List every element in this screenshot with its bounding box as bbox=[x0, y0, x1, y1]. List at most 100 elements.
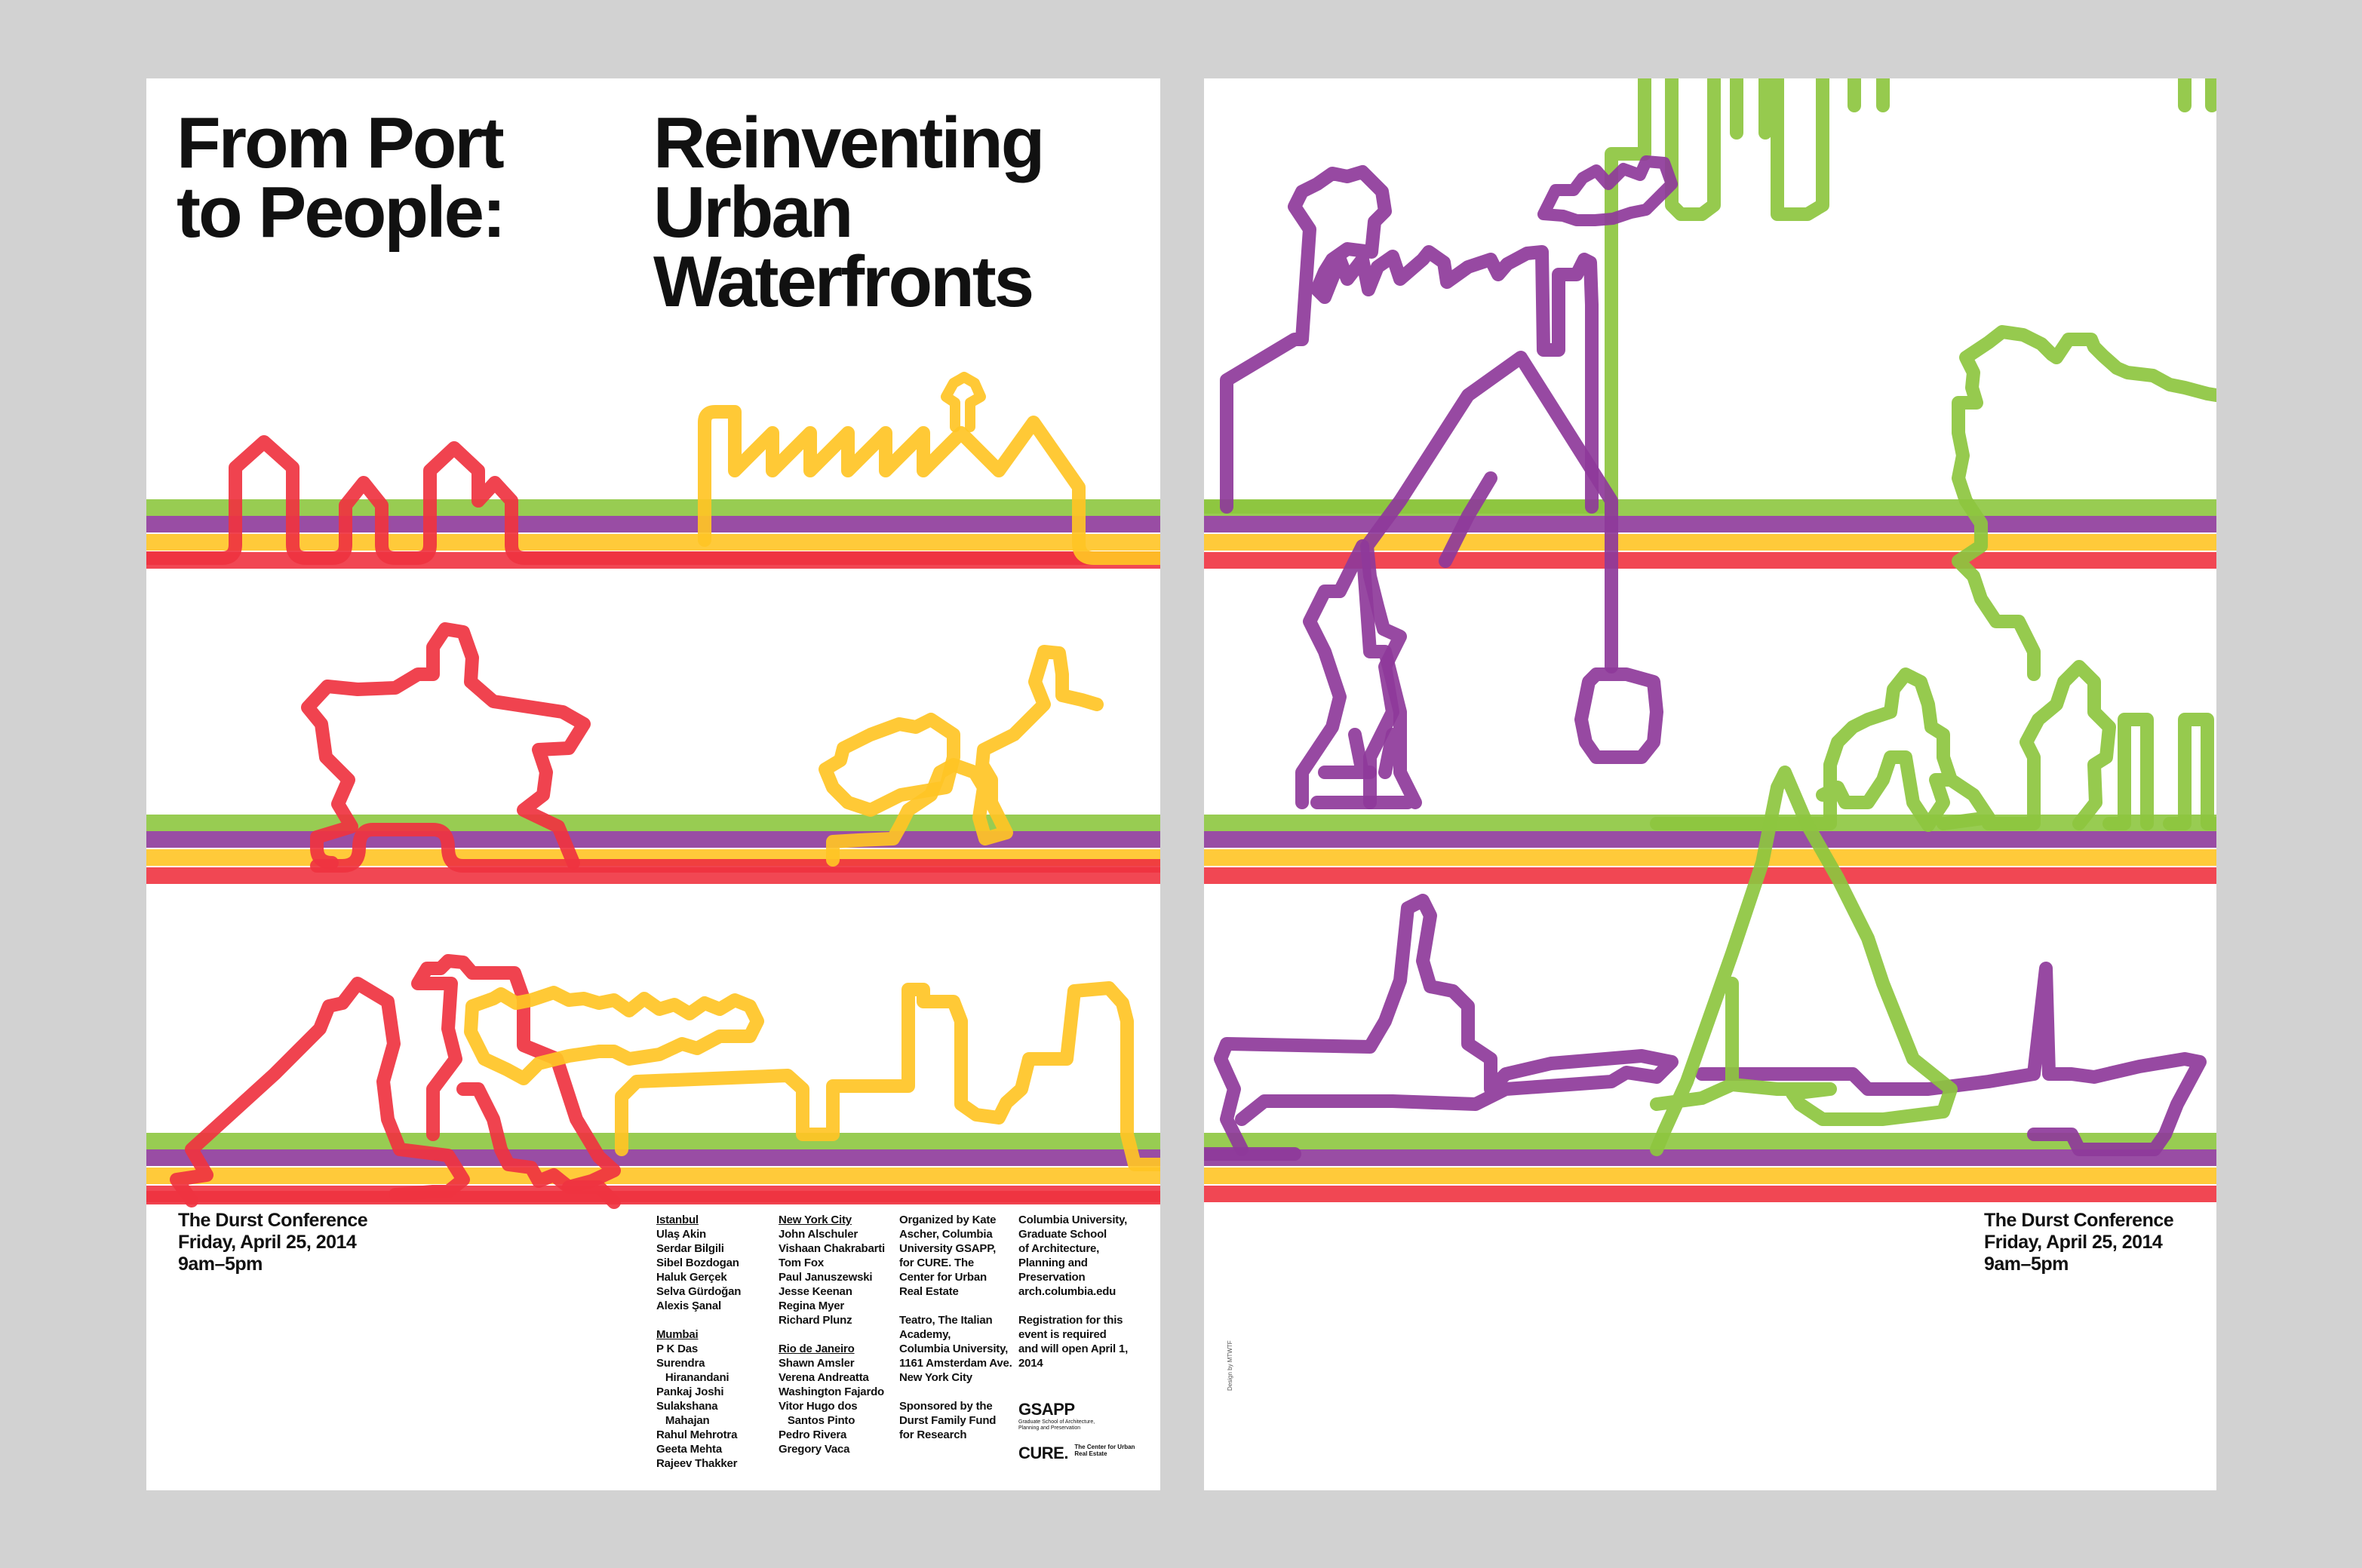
organizer-line: Ascher, Columbia bbox=[899, 1228, 993, 1241]
title-line: Waterfronts bbox=[653, 241, 1034, 322]
red-statue-base bbox=[310, 823, 1160, 873]
event-name: The Durst Conference bbox=[178, 1210, 368, 1231]
title-line: Urban bbox=[653, 172, 853, 253]
purple-crane-hook-outline bbox=[1574, 667, 1663, 764]
school-line: Preservation bbox=[1018, 1271, 1086, 1284]
purple-hull-outline bbox=[1695, 962, 2207, 1156]
speaker-name: Verena Andreatta bbox=[779, 1371, 869, 1384]
speaker-name: P K Das bbox=[656, 1342, 699, 1355]
city-heading-rio: Rio de Janeiro bbox=[779, 1342, 855, 1355]
gsapp-logo-mark: GSAPP bbox=[1018, 1400, 1075, 1419]
organizer-line: Organized by Kate bbox=[899, 1214, 997, 1226]
school-url: arch.columbia.edu bbox=[1018, 1285, 1116, 1298]
venue-line: Academy, bbox=[899, 1328, 951, 1341]
organizer-column: Organized by Kate Ascher, Columbia Unive… bbox=[899, 1213, 1012, 1442]
purple-ship-outline bbox=[1214, 894, 1679, 1156]
red-sail-outline bbox=[170, 977, 470, 1207]
event-name: The Durst Conference bbox=[1984, 1210, 2174, 1231]
speaker-name: Tom Fox bbox=[779, 1257, 824, 1269]
red-houses-outline bbox=[146, 435, 1160, 565]
yellow-tower-outline bbox=[941, 372, 986, 432]
speaker-name: Sulakshana bbox=[656, 1400, 718, 1413]
yellow-worker-outline bbox=[826, 645, 1104, 867]
right-poster: The Durst Conference Friday, April 25, 2… bbox=[1204, 78, 2216, 1490]
sponsor-line: Durst Family Fund bbox=[899, 1414, 997, 1427]
yellow-roller-outline bbox=[819, 713, 960, 817]
title-from-port: From Port to People: bbox=[177, 103, 506, 253]
cure-logo-subtitle: The Center for Urban Real Estate bbox=[1074, 1444, 1135, 1457]
gsapp-logo-subtitle: Graduate School of Architecture, Plannin… bbox=[1018, 1419, 1095, 1431]
city-heading-mumbai: Mumbai bbox=[656, 1328, 699, 1341]
speaker-name: Ulaş Akin bbox=[656, 1228, 707, 1241]
school-line: Graduate School bbox=[1018, 1228, 1107, 1241]
title-line: to People: bbox=[177, 172, 506, 253]
venue-line: Teatro, The Italian bbox=[899, 1314, 993, 1327]
yellow-smoke-outline bbox=[464, 986, 764, 1085]
cure-logo-mark: CURE. bbox=[1018, 1444, 1068, 1462]
design-credit: Design by MTWTF bbox=[1227, 1340, 1233, 1391]
school-line: Columbia University, bbox=[1018, 1214, 1128, 1226]
speaker-name: Mahajan bbox=[656, 1414, 710, 1427]
speaker-name: Surendra bbox=[656, 1357, 705, 1370]
speaker-name: Haluk Gerçek bbox=[656, 1271, 727, 1284]
event-date: Friday, April 25, 2014 bbox=[178, 1232, 357, 1253]
yellow-factory-2-outline bbox=[615, 981, 1160, 1171]
speaker-name: Vitor Hugo dos bbox=[779, 1400, 858, 1413]
organizer-line: Real Estate bbox=[899, 1285, 959, 1298]
green-sail-outline bbox=[1650, 766, 1958, 1156]
registration-line: event is required bbox=[1018, 1328, 1107, 1341]
registration-line: 2014 bbox=[1018, 1357, 1043, 1370]
speaker-name: John Alschuler bbox=[779, 1228, 858, 1241]
organizer-line: for CURE. The bbox=[899, 1257, 975, 1269]
title-line: Reinventing bbox=[653, 103, 1045, 183]
speakers-column-1: Istanbul Ulaş Akin Serdar Bilgili Sibel … bbox=[656, 1213, 769, 1471]
green-tree-outline bbox=[1952, 325, 2216, 681]
venue-line: 1161 Amsterdam Ave. bbox=[899, 1357, 1012, 1370]
event-info: The Durst Conference Friday, April 25, 2… bbox=[1984, 1210, 2174, 1275]
event-info: The Durst Conference Friday, April 25, 2… bbox=[178, 1210, 368, 1275]
green-people-outline bbox=[1650, 660, 2216, 832]
event-time: 9am–5pm bbox=[178, 1253, 263, 1275]
speaker-name: Rajeev Thakker bbox=[656, 1457, 738, 1470]
registration-line: Registration for this bbox=[1018, 1314, 1123, 1327]
speaker-name: Serdar Bilgili bbox=[656, 1242, 724, 1255]
speaker-name: Richard Plunz bbox=[779, 1314, 852, 1327]
registration-line: and will open April 1, bbox=[1018, 1342, 1129, 1355]
school-line: of Architecture, bbox=[1018, 1242, 1100, 1255]
title-reinventing: Reinventing Urban Waterfronts bbox=[653, 103, 1045, 322]
venue-line: New York City bbox=[899, 1371, 972, 1384]
speaker-name: Pedro Rivera bbox=[779, 1428, 847, 1441]
venue-line: Columbia University, bbox=[899, 1342, 1009, 1355]
organizer-line: Center for Urban bbox=[899, 1271, 987, 1284]
purple-cloud-outline bbox=[1537, 155, 1678, 226]
stripe-band-3 bbox=[1204, 1133, 2216, 1202]
title-line: From Port bbox=[177, 103, 505, 183]
red-statue-outline bbox=[301, 622, 591, 870]
speaker-name: Pankaj Joshi bbox=[656, 1385, 724, 1398]
speaker-name: Alexis Şanal bbox=[656, 1300, 721, 1312]
speaker-name: Hiranandani bbox=[656, 1371, 729, 1384]
left-poster: From Port to People: Reinventing Urban W… bbox=[146, 78, 1160, 1490]
organizer-line: University GSAPP, bbox=[899, 1242, 997, 1255]
speaker-name: Santos Pinto bbox=[779, 1414, 855, 1427]
right-illustration bbox=[1204, 78, 2216, 1202]
school-column: Columbia University, Graduate School of … bbox=[1018, 1213, 1154, 1370]
cure-logo: CURE. The Center for Urban Real Estate bbox=[1018, 1444, 1142, 1463]
speaker-name: Regina Myer bbox=[779, 1300, 844, 1312]
speaker-name: Vishaan Chakrabarti bbox=[779, 1242, 885, 1255]
speaker-name: Washington Fajardo bbox=[779, 1385, 885, 1398]
speaker-name: Jesse Keenan bbox=[779, 1285, 852, 1298]
sponsor-line: for Research bbox=[899, 1428, 967, 1441]
city-heading-new-york: New York City bbox=[779, 1214, 852, 1226]
speakers-column-2: New York City John Alschuler Vishaan Cha… bbox=[779, 1213, 892, 1456]
event-date: Friday, April 25, 2014 bbox=[1984, 1232, 2163, 1253]
school-line: Planning and bbox=[1018, 1257, 1088, 1269]
city-heading-istanbul: Istanbul bbox=[656, 1214, 699, 1226]
speaker-name: Sibel Bozdogan bbox=[656, 1257, 739, 1269]
speaker-name: Geeta Mehta bbox=[656, 1443, 722, 1456]
speaker-name: Selva Gürdoğan bbox=[656, 1285, 742, 1298]
speaker-name: Gregory Vaca bbox=[779, 1443, 850, 1456]
sponsor-line: Sponsored by the bbox=[899, 1400, 993, 1413]
purple-factory-outline bbox=[1220, 165, 1599, 514]
event-time: 9am–5pm bbox=[1984, 1253, 2069, 1275]
